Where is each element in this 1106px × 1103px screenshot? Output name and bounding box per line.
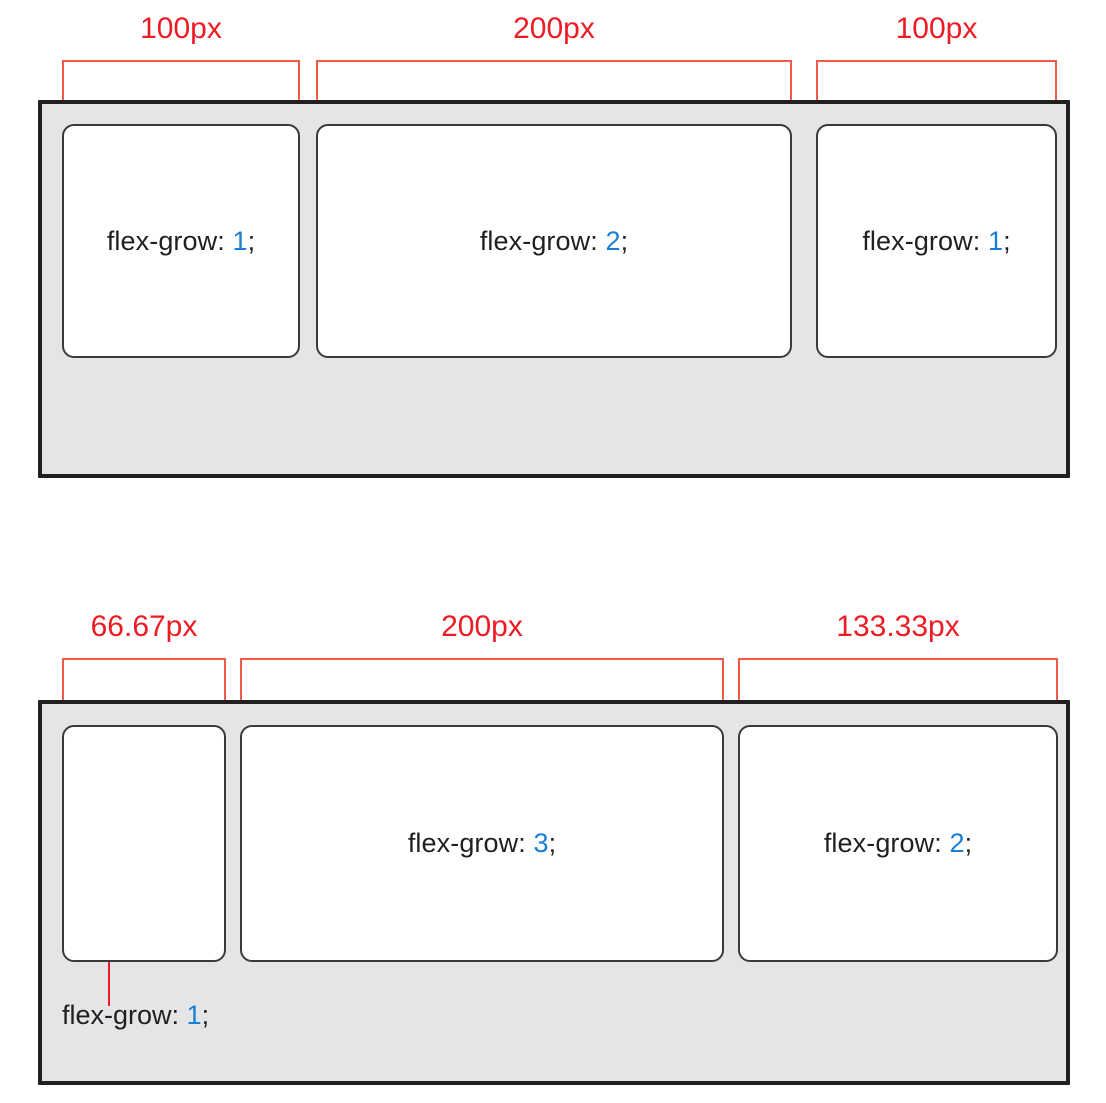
callout-leader-line xyxy=(108,962,110,1006)
property-semicolon: ; xyxy=(964,828,973,858)
flex-item-label: flex-grow: 2; xyxy=(824,828,972,859)
property-text: flex-grow: xyxy=(407,828,534,858)
property-text: flex-grow: xyxy=(106,225,233,256)
dimension-label-100px: 100px xyxy=(140,12,222,45)
flex-container-flex-grow-unequal-basis: flex-grow: 3;flex-grow: 2;flex-grow: 1; xyxy=(38,700,1070,1085)
property-text: flex-grow: xyxy=(62,1000,187,1030)
dimension-label-200px: 200px xyxy=(441,610,523,643)
flex-item-label: flex-grow: 1; xyxy=(862,226,1010,257)
property-value: 1 xyxy=(232,225,248,256)
property-value: 2 xyxy=(605,225,621,256)
flex-item-label: flex-grow: 3; xyxy=(408,828,556,859)
flex-item: flex-grow: 1; xyxy=(816,124,1057,358)
dimension-label-133-33px: 133.33px xyxy=(836,610,960,643)
property-semicolon: ; xyxy=(620,225,629,256)
callout-label: flex-grow: 1; xyxy=(62,1000,209,1031)
flex-item-label: flex-grow: 1; xyxy=(107,226,255,257)
property-text: flex-grow: xyxy=(479,225,606,256)
dimension-label-200px: 200px xyxy=(513,12,595,45)
property-semicolon: ; xyxy=(201,1000,210,1030)
property-value: 2 xyxy=(949,828,965,858)
flex-item: flex-grow: 2; xyxy=(738,725,1058,962)
dimension-label-100px: 100px xyxy=(895,12,978,45)
property-value: 1 xyxy=(987,225,1004,256)
dimension-label-66-67px: 66.67px xyxy=(90,610,198,643)
flex-item xyxy=(62,725,226,962)
property-text: flex-grow: xyxy=(823,828,950,858)
flex-item: flex-grow: 1; xyxy=(62,124,300,358)
property-value: 1 xyxy=(186,1000,202,1030)
property-value: 3 xyxy=(533,828,549,858)
flex-item: flex-grow: 2; xyxy=(316,124,792,358)
flex-container-flex-grow-equal-basis: flex-grow: 1;flex-grow: 2;flex-grow: 1; xyxy=(38,100,1070,478)
property-semicolon: ; xyxy=(247,225,256,256)
flex-item: flex-grow: 3; xyxy=(240,725,724,962)
flex-item-label: flex-grow: 2; xyxy=(480,226,628,257)
property-semicolon: ; xyxy=(548,828,557,858)
property-semicolon: ; xyxy=(1003,225,1011,256)
property-text: flex-grow: xyxy=(862,225,988,256)
